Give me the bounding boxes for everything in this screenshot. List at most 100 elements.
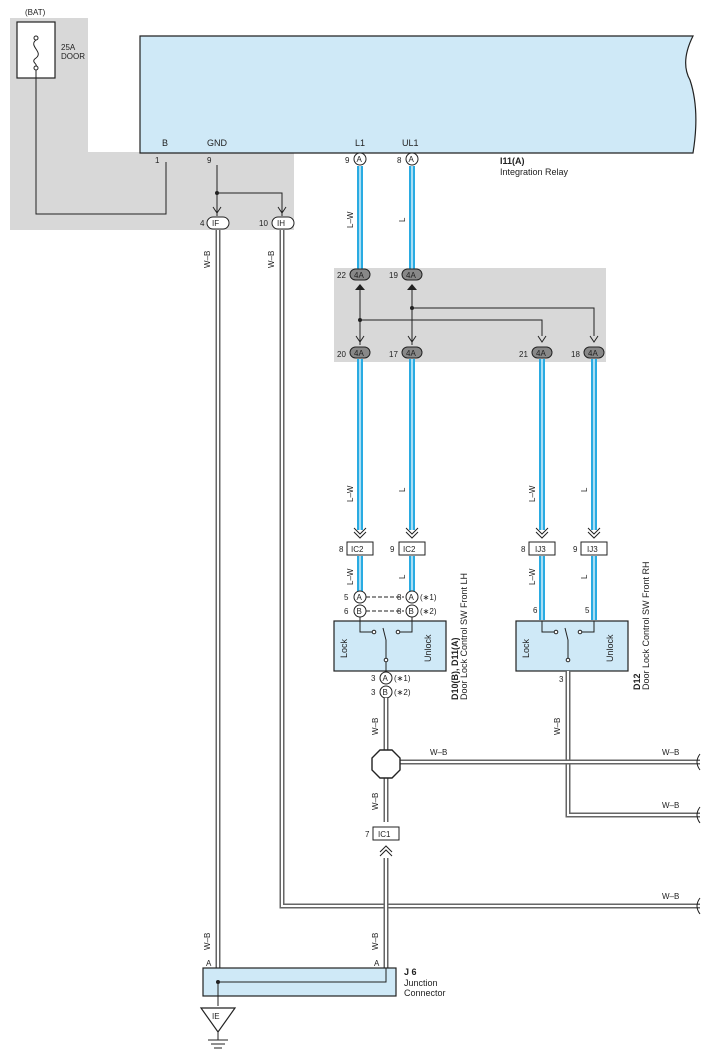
ij3-connector-1 [528, 541, 556, 556]
lh-unlock-label: Unlock [423, 634, 433, 662]
lh-pin-circle-a-right [405, 590, 419, 604]
wire-color-lh-ground: W–B [371, 718, 380, 735]
lh-switch-body [333, 620, 447, 672]
wire-color-lh-unlock-low: L [398, 574, 407, 579]
jb-down-arrow-1-icon [355, 335, 365, 343]
ih-pin: 10 [259, 219, 268, 228]
jb-down-arrow-3-icon [537, 335, 547, 343]
j4a-bottom-code-2: 4A [406, 349, 416, 358]
wire-color-right-2: W–B [662, 801, 679, 810]
j4a-top-connector-2 [401, 268, 423, 281]
j4a-bottom-connector-1 [349, 346, 371, 359]
ic2-pin-2: 9 [390, 545, 395, 554]
wire-color-lh-ground-2: W–B [371, 793, 380, 810]
j4a-bottom-pin-4: 18 [571, 350, 580, 359]
jb-arrow-1-icon [355, 284, 365, 290]
integration-relay-body [139, 35, 697, 154]
jb-bus-unlock [412, 307, 595, 336]
lh-ground-circle-a [379, 671, 393, 685]
lh-switch-name: Door Lock Control SW Front LH [459, 573, 469, 700]
wire-color-rh-ground: W–B [553, 718, 562, 735]
ij3-pin-1: 8 [521, 545, 526, 554]
lh-ground-pin-2: 3 [371, 688, 376, 697]
wire-color-rh-unlock-low: L [580, 574, 589, 579]
relay-id: I11(A) [500, 156, 525, 166]
lh-ground-pin-1: 3 [371, 674, 376, 683]
lh-pin-right-2: 8 [397, 607, 402, 616]
lh-note-1: (∗1) [420, 593, 437, 602]
ic1-chevrons-icon [379, 845, 393, 857]
ih-connector [271, 216, 295, 230]
j4a-bottom-connector-3 [531, 346, 553, 359]
splice-point-icon [371, 749, 401, 779]
relay-pin-ul1: 8 [397, 156, 402, 165]
rh-switch-contacts-icon [541, 621, 595, 663]
relay-zone-shade [10, 18, 294, 230]
rh-switch-id: D12 [632, 673, 642, 690]
j4a-top-code-2: 4A [406, 271, 416, 280]
ij3-pin-2: 9 [573, 545, 578, 554]
lh-lock-label: Lock [339, 638, 349, 658]
ic1-connector [372, 826, 400, 841]
wire-break-3-icon [696, 897, 701, 915]
j6-name-1: Junction [404, 978, 438, 988]
j4a-bottom-code-3: 4A [536, 349, 546, 358]
fuse-amp: 25A [61, 43, 76, 52]
j4a-top-pin-2: 19 [389, 271, 398, 280]
j4a-bottom-code-1: 4A [354, 349, 364, 358]
wire-break-1-icon [696, 753, 701, 771]
lh-ground-note-2: (∗2) [394, 688, 411, 697]
relay-pin-b: 1 [155, 156, 160, 165]
relay-terminal-ul1: UL1 [402, 138, 419, 148]
jb-arrow-2-icon [407, 284, 417, 290]
wire-color-right-1: W–B [662, 748, 679, 757]
ih-code: IH [277, 219, 285, 228]
ij3-connector-2 [580, 541, 608, 556]
ic2-connector-1 [346, 541, 374, 556]
lh-letter-a-right: A [409, 593, 415, 602]
lh-ground-note-1: (∗1) [394, 674, 411, 683]
relay-pin-circle-l1: A [353, 152, 367, 166]
ic1-pin: 7 [365, 830, 370, 839]
wire-color-l1-top: L–W [346, 211, 355, 228]
lh-letter-b-left: B [357, 607, 362, 616]
wire-color-ih: W–B [267, 251, 276, 268]
fuse-to-relay-wire [35, 70, 167, 215]
wire-color-splice: W–B [430, 748, 447, 757]
j4a-top-connector-1 [349, 268, 371, 281]
svg-text:A: A [357, 155, 363, 164]
ic2-code-2: IC2 [403, 545, 416, 554]
j6-pin-left: A [206, 959, 212, 968]
j4a-bottom-pin-2: 17 [389, 350, 398, 359]
wire-color-ul1-top: L [398, 217, 407, 222]
ic2-connector-2 [398, 541, 426, 556]
relay-terminal-l1: L1 [355, 138, 365, 148]
jb-down-arrow-2-icon [407, 335, 417, 343]
lh-letter-a-left: A [357, 593, 363, 602]
wire-color-right-3: W–B [662, 892, 679, 901]
svg-text:A: A [409, 155, 415, 164]
ij3-code-2: IJ3 [587, 545, 598, 554]
lh-note-2: (∗2) [420, 607, 437, 616]
j4a-bottom-code-4: 4A [588, 349, 598, 358]
gnd-splice-wire [217, 192, 283, 216]
j4a-top-code-1: 4A [354, 271, 364, 280]
rh-ground-pin: 3 [559, 675, 564, 684]
ij3-code-1: IJ3 [535, 545, 546, 554]
wire-color-ic1: W–B [371, 933, 380, 950]
ground-icon [208, 1032, 228, 1049]
relay-name: Integration Relay [500, 167, 569, 177]
wire-break-2-icon [696, 806, 701, 824]
if-arrow-icon [212, 206, 222, 214]
wire-color-lh-unlock: L [398, 487, 407, 492]
jb-bus-lock [360, 319, 543, 336]
wire-color-if: W–B [203, 251, 212, 268]
inline-connector-chevrons-icon [353, 527, 601, 539]
relay-pin-gnd: 9 [207, 156, 212, 165]
lh-letter-b-right: B [409, 607, 414, 616]
relay-pin-circle-ul1: A [405, 152, 419, 166]
if-connector [206, 216, 230, 230]
rh-lock-label: Lock [521, 638, 531, 658]
ground-triangle [199, 1007, 237, 1034]
